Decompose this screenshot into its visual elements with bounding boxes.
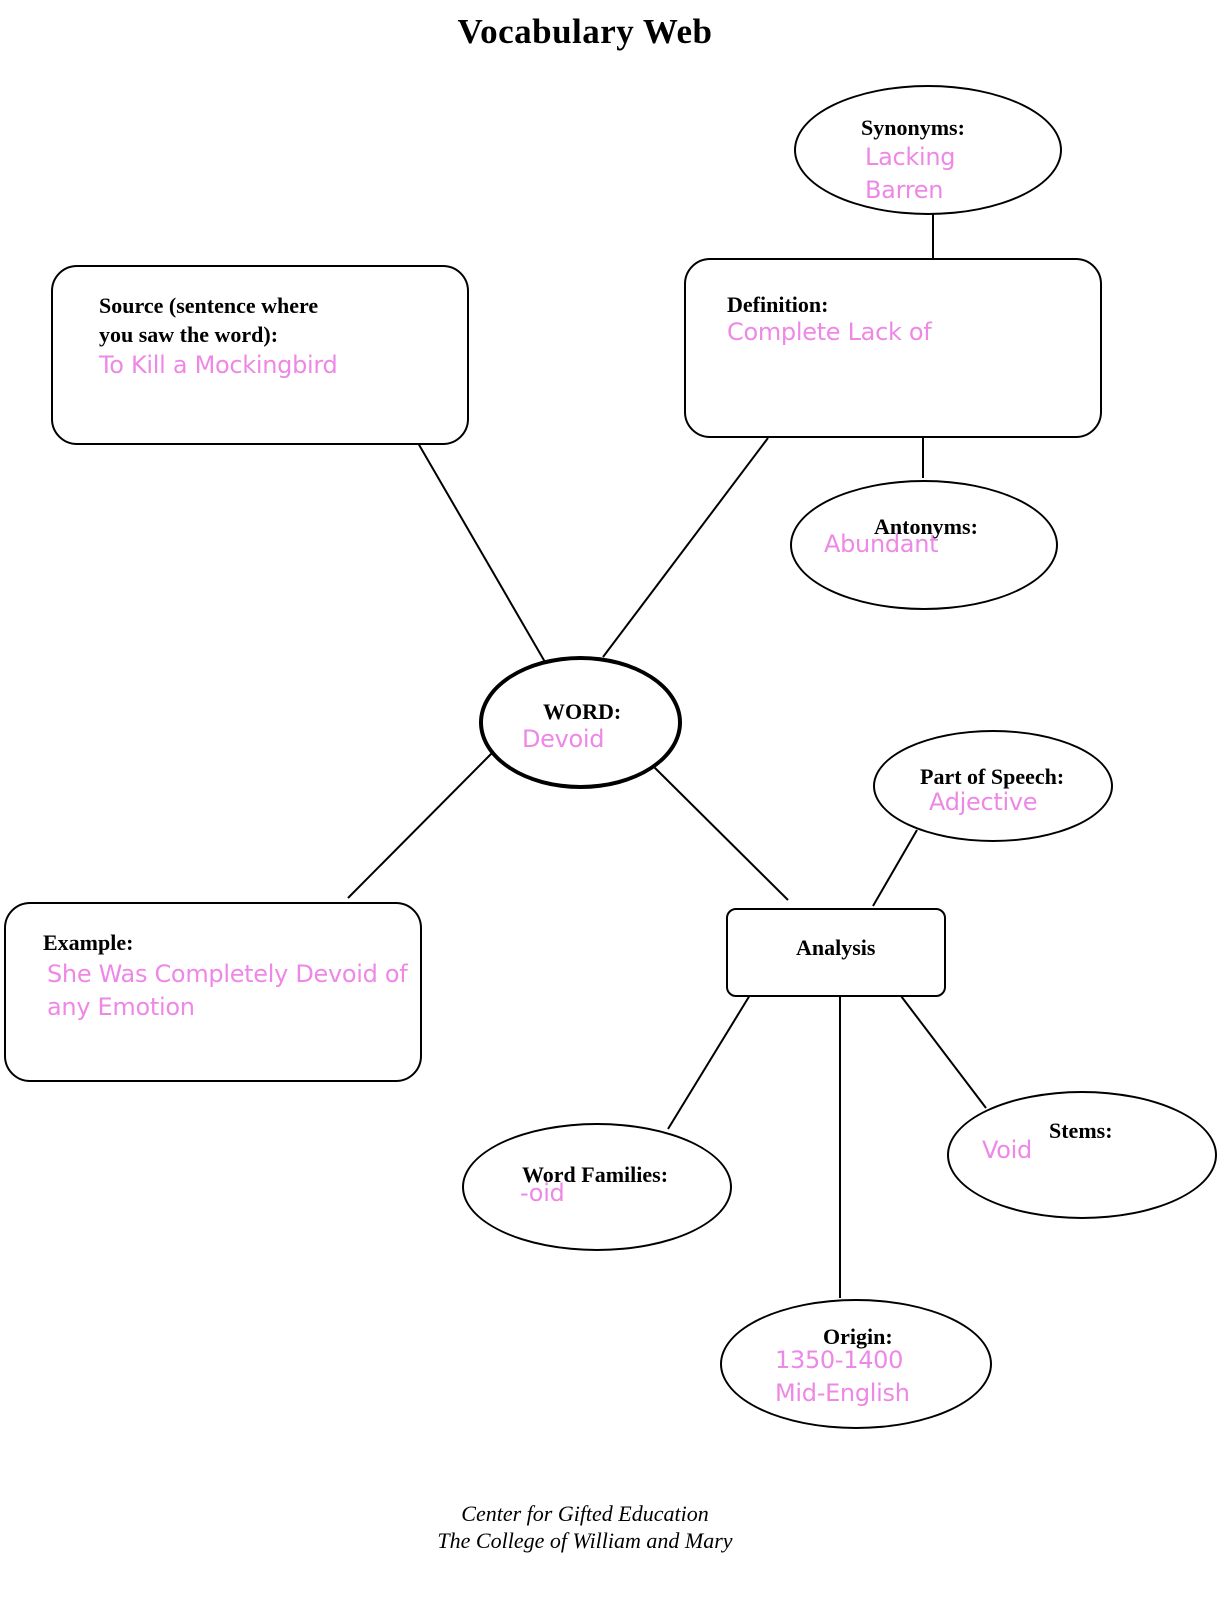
connector-analysis-stems xyxy=(900,995,987,1109)
connector-word-source xyxy=(417,442,546,663)
analysis-box: Analysis xyxy=(726,908,946,997)
connector-word-analysis xyxy=(653,766,789,901)
antonyms-value: Abundant xyxy=(824,530,939,558)
connector-analysis-wordfamilies xyxy=(667,994,751,1130)
definition-box: Definition: Complete Lack of xyxy=(684,258,1102,438)
origin-line-2: Mid-English xyxy=(775,1379,910,1407)
part-of-speech-label: Part of Speech: xyxy=(920,764,1065,789)
source-label-line2: you saw the word): xyxy=(99,322,279,347)
word-value: Devoid xyxy=(522,725,605,753)
connector-word-example xyxy=(347,752,493,899)
source-box: Source (sentence where you saw the word)… xyxy=(51,265,469,445)
antonyms-label: Antonyms: xyxy=(874,514,978,539)
synonyms-ellipse: Synonyms: Lacking Barren xyxy=(794,85,1062,215)
antonyms-ellipse: Antonyms: Abundant xyxy=(790,480,1058,610)
synonyms-label: Synonyms: xyxy=(861,115,965,140)
connector-analysis-partofspeech xyxy=(872,829,918,907)
origin-label: Origin: xyxy=(823,1324,893,1349)
example-label: Example: xyxy=(43,930,134,955)
stems-value: Void xyxy=(982,1136,1032,1164)
origin-ellipse: Origin: 1350-1400 Mid-English xyxy=(720,1299,992,1429)
synonym-1: Lacking xyxy=(865,143,956,171)
stems-ellipse: Stems: Void xyxy=(947,1091,1217,1219)
part-of-speech-ellipse: Part of Speech: Adjective xyxy=(873,730,1113,842)
word-families-value: -oid xyxy=(520,1179,565,1207)
page-title: Vocabulary Web xyxy=(457,12,713,51)
word-families-ellipse: Word Families: -oid xyxy=(462,1123,732,1251)
stems-label: Stems: xyxy=(1049,1118,1113,1143)
part-of-speech-value: Adjective xyxy=(929,788,1038,816)
footer-line-2: The College of William and Mary xyxy=(437,1528,733,1553)
synonym-2: Barren xyxy=(865,176,944,204)
connector-word-definition xyxy=(602,437,769,658)
analysis-label: Analysis xyxy=(796,935,876,960)
example-box: Example: She Was Completely Devoid of an… xyxy=(4,902,422,1082)
source-value: To Kill a Mockingbird xyxy=(99,351,338,379)
word-label: WORD: xyxy=(543,699,622,724)
word-families-label: Word Families: xyxy=(522,1162,669,1187)
footer: Center for Gifted Education The College … xyxy=(0,1500,1170,1554)
example-line-2: any Emotion xyxy=(47,993,195,1021)
example-line-1: She Was Completely Devoid of xyxy=(47,960,408,988)
word-ellipse: WORD: Devoid xyxy=(479,656,682,789)
origin-line-1: 1350-1400 xyxy=(775,1346,904,1374)
footer-line-1: Center for Gifted Education xyxy=(461,1501,709,1526)
source-label-line1: Source (sentence where xyxy=(99,293,319,318)
definition-label: Definition: xyxy=(727,292,829,317)
definition-value: Complete Lack of xyxy=(727,318,932,346)
